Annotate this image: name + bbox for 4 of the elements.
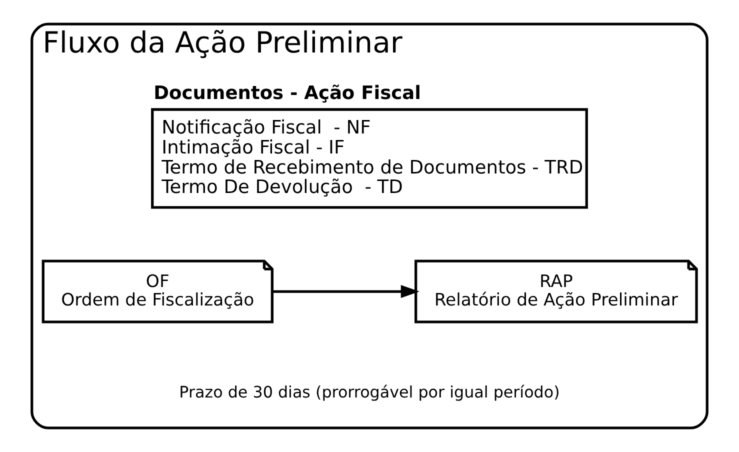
arrow <box>272 285 420 298</box>
node-box: Notificação Fiscal - NF Intimação Fiscal - IF Termo de Recebimento de Documentos - TRD Termo De Devolução - TD <box>151 108 588 209</box>
node-label: Documentos - Ação Fiscal <box>154 83 421 104</box>
label: Prazo de 30 dias (prorrogável por igual período) <box>179 382 560 402</box>
